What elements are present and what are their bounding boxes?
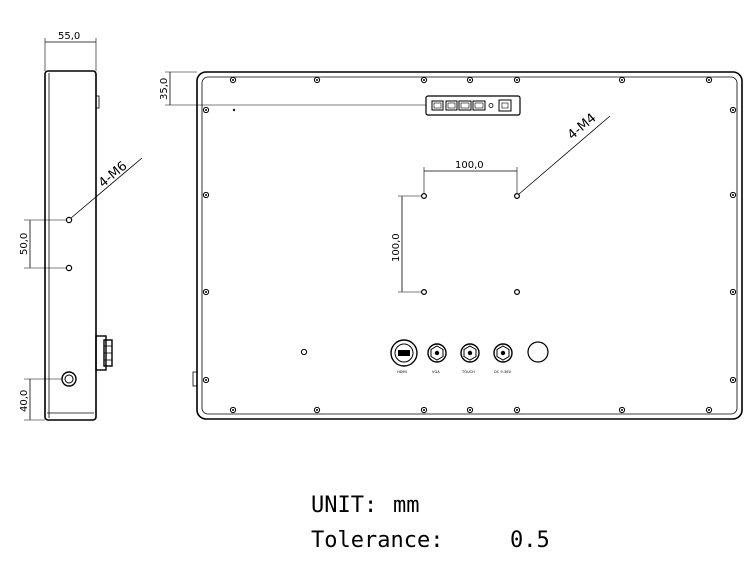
perimeter-screw — [729, 288, 737, 296]
perimeter-screw-center — [516, 409, 518, 411]
side-hole-bottom — [65, 264, 73, 272]
perimeter-screw — [202, 288, 210, 296]
callout-side-holes-label: 4-M6 — [96, 159, 131, 191]
perimeter-screw — [729, 191, 737, 199]
perimeter-screw — [705, 76, 713, 84]
rear-view-inner — [201, 76, 738, 415]
perimeter-screw-center — [621, 409, 623, 411]
perimeter-screw — [313, 406, 321, 414]
port-vga-label: VGA — [432, 370, 440, 374]
dim-vesa-vertical: 100,0 — [391, 195, 421, 293]
perimeter-screw-center — [205, 291, 207, 293]
perimeter-screw — [420, 76, 428, 84]
dim-side-bottom-offset: 40,0 — [19, 378, 62, 421]
perimeter-screw-center — [708, 79, 710, 81]
side-round-port-inner — [64, 374, 74, 384]
perimeter-screw — [229, 406, 237, 414]
port-round-plug — [527, 341, 549, 363]
unit-value: mm — [393, 493, 420, 518]
port-dc: DC 9-36V — [493, 343, 513, 374]
marker-dot — [232, 108, 236, 112]
perimeter-screw-center — [316, 409, 318, 411]
perimeter-screw-center — [732, 291, 734, 293]
perimeter-screw-center — [423, 79, 425, 81]
side-view-notch — [95, 95, 100, 109]
perimeter-screw-center — [621, 79, 623, 81]
perimeter-screw — [513, 406, 521, 414]
tolerance-value: 0.5 — [510, 528, 550, 553]
perimeter-screw — [202, 106, 210, 114]
port-touch-label: TOUCH — [461, 370, 475, 374]
drawing-notes: UNIT: mm Tolerance: 0.5 — [311, 493, 550, 553]
top-connector-panel — [425, 95, 521, 116]
perimeter-screw-center — [516, 79, 518, 81]
perimeter-screw — [705, 406, 713, 414]
perimeter-screw-center — [316, 79, 318, 81]
perimeter-screw — [420, 406, 428, 414]
callout-vesa-holes-label: 4-M4 — [565, 111, 600, 143]
perimeter-screw-center — [205, 194, 207, 196]
rear-view-side-notch — [192, 371, 198, 387]
perimeter-screw — [618, 76, 626, 84]
side-view: 55,0 50,0 40,0 4-M6 — [19, 31, 143, 421]
perimeter-screw-center — [732, 194, 734, 196]
perimeter-screw-center — [732, 379, 734, 381]
side-connector — [95, 335, 113, 371]
perimeter-screw-center — [708, 409, 710, 411]
vesa-hole-bottom-left — [421, 289, 428, 296]
perimeter-screws — [202, 76, 737, 414]
dim-top-offset-label: 35,0 — [159, 78, 170, 100]
perimeter-screw-center — [423, 409, 425, 411]
vesa-hole-top-left — [421, 193, 428, 200]
perimeter-screw-center — [732, 109, 734, 111]
perimeter-screw — [202, 376, 210, 384]
dim-side-depth: 55,0 — [44, 31, 97, 71]
dim-vesa-horizontal-label: 100,0 — [455, 160, 484, 171]
perimeter-screw — [729, 376, 737, 384]
vesa-hole-bottom-right — [513, 289, 520, 296]
dim-side-hole-spacing-label: 50,0 — [19, 233, 30, 255]
side-view-outline — [44, 70, 97, 421]
tolerance-label: Tolerance: — [311, 528, 443, 553]
perimeter-screw — [729, 106, 737, 114]
rear-view-outer — [196, 71, 743, 420]
port-vga: VGA — [427, 343, 447, 374]
callout-vesa-holes: 4-M4 — [518, 111, 611, 195]
port-touch: TOUCH — [460, 343, 480, 374]
dim-side-hole-spacing: 50,0 — [19, 219, 66, 269]
perimeter-screw — [466, 76, 474, 84]
dim-vesa-vertical-label: 100,0 — [391, 233, 402, 262]
dim-vesa-horizontal: 100,0 — [423, 160, 518, 193]
perimeter-screw — [313, 76, 321, 84]
port-hdmi: HDMI — [390, 339, 418, 374]
callout-side-holes: 4-M6 — [70, 157, 143, 219]
perimeter-screw — [466, 406, 474, 414]
perimeter-screw — [618, 406, 626, 414]
perimeter-screw-center — [232, 79, 234, 81]
perimeter-screw-center — [205, 109, 207, 111]
marker-hole — [300, 348, 308, 356]
side-round-port — [61, 371, 77, 387]
perimeter-screw — [202, 191, 210, 199]
side-hole-top — [65, 216, 73, 224]
perimeter-screw — [229, 76, 237, 84]
port-hdmi-label: HDMI — [397, 370, 407, 374]
perimeter-screw-center — [205, 379, 207, 381]
rear-view: 100,0 100,0 35,0 4-M4 HDMI — [159, 71, 743, 420]
vesa-hole-top-right — [513, 193, 520, 200]
dim-top-offset: 35,0 — [159, 71, 426, 106]
perimeter-screw — [513, 76, 521, 84]
port-dc-label: DC 9-36V — [494, 370, 512, 374]
unit-label: UNIT: — [311, 493, 377, 518]
perimeter-screw-center — [232, 409, 234, 411]
dim-side-bottom-offset-label: 40,0 — [19, 390, 30, 412]
perimeter-screw-center — [469, 409, 471, 411]
dim-side-depth-label: 55,0 — [58, 31, 80, 42]
perimeter-screw-center — [469, 79, 471, 81]
